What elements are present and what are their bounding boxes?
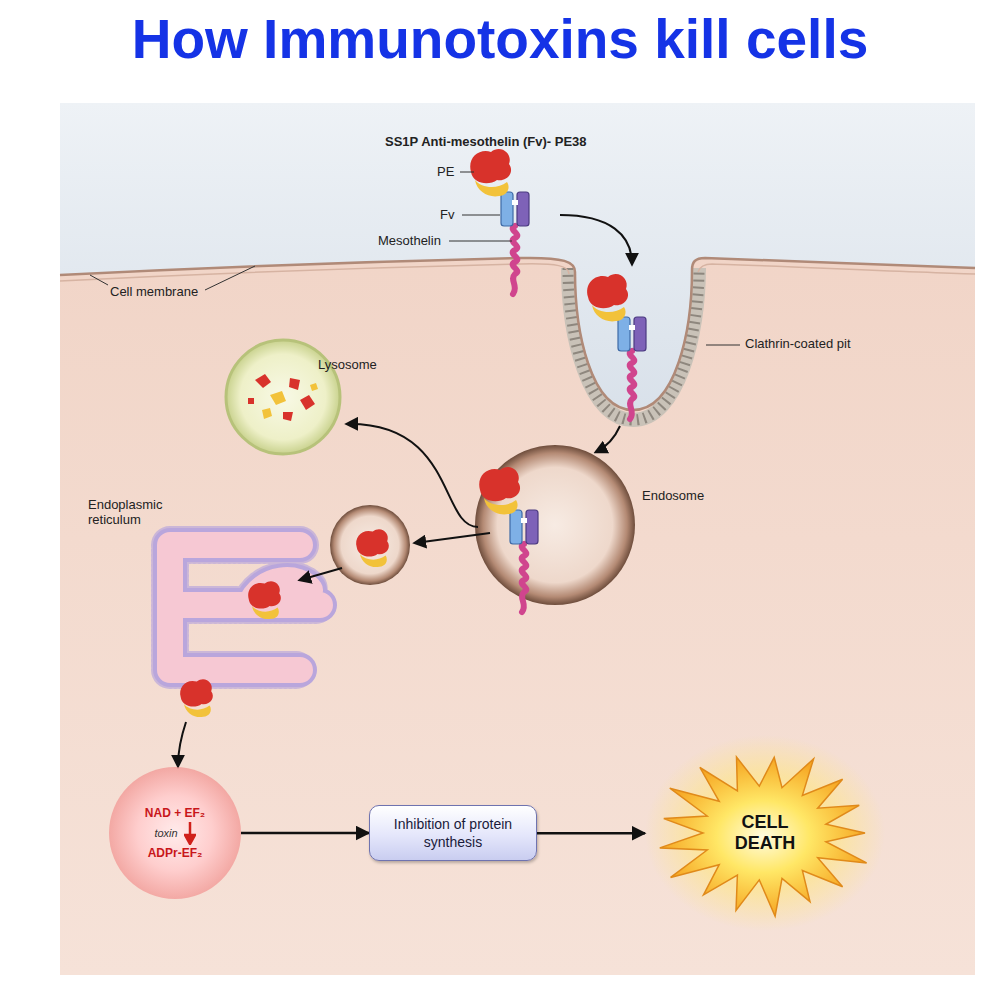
organelle-label: Lysosome [318,358,377,373]
cell-death-burst: CELL DEATH [645,735,885,931]
process-box: Inhibition of protein synthesis [369,805,537,861]
organelle-label: Endoplasmic reticulum [88,498,184,528]
process-text: Inhibition of protein synthesis [380,815,526,851]
part-label: Fv [440,208,454,223]
reaction-row: toxin [154,820,195,846]
organelle-label: Endosome [642,489,704,504]
outcome-text: CELL DEATH [723,812,807,853]
title-heading: How Immunotoxins kill cells [0,6,1000,72]
part-label: PE [437,165,454,180]
enzyme-label: toxin [154,827,177,839]
reaction-arrow [184,821,196,845]
part-label: Cell membrane [110,285,198,300]
part-label: Mesothelin [378,234,441,249]
flow-arrow [241,832,369,835]
reaction-glow: NAD + EF₂ toxinADPr-EF₂ [109,767,241,899]
part-label: Clathrin-coated pit [745,337,851,352]
reaction-term: NAD + EF₂ [145,806,205,820]
flow-arrow [537,832,645,835]
reaction-term: ADPr-EF₂ [148,846,203,860]
construct-name: SS1P Anti-mesothelin (Fv)- PE38 [385,135,587,150]
